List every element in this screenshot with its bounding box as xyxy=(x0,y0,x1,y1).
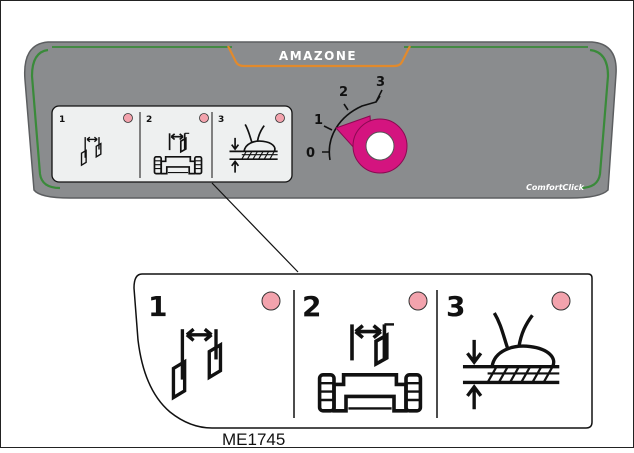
brand-label: AMAZONE xyxy=(279,49,357,63)
rotary-knob-center xyxy=(365,131,395,161)
small-position-2-number: 2 xyxy=(146,115,152,125)
switch-panel-small: 1 2 3 xyxy=(51,105,293,183)
comfortclick-label: ComfortClick xyxy=(526,183,585,192)
brand-plate xyxy=(227,45,411,68)
position-2-number: 2 xyxy=(302,290,321,323)
dial: 0 1 2 3 xyxy=(306,75,408,174)
dial-label-3: 3 xyxy=(376,75,385,90)
dial-label-2: 2 xyxy=(339,85,348,100)
small-indicator-led-1 xyxy=(123,113,133,123)
position-3-number: 3 xyxy=(446,290,465,323)
position-1-number: 1 xyxy=(148,290,167,323)
figure-code: ME1745 xyxy=(222,430,285,448)
dial-label-0: 0 xyxy=(306,146,315,161)
small-position-3-number: 3 xyxy=(218,115,224,125)
indicator-led-1 xyxy=(261,291,281,311)
control-panel: AMAZONE 1 2 3 0 1 2 3 ComfortC xyxy=(23,41,617,199)
indicator-led-3 xyxy=(551,291,571,311)
small-position-1-number: 1 xyxy=(59,115,65,125)
indicator-led-2 xyxy=(408,291,428,311)
dial-scale-arc xyxy=(328,89,383,161)
panel-trim-left xyxy=(30,48,61,190)
callout-leader-line xyxy=(211,182,299,273)
panel-trim-right xyxy=(579,48,610,190)
dial-label-1: 1 xyxy=(314,113,323,128)
small-indicator-led-2 xyxy=(199,113,209,123)
switch-panel-large: 1 2 3 xyxy=(133,273,593,429)
small-indicator-led-3 xyxy=(275,113,285,123)
